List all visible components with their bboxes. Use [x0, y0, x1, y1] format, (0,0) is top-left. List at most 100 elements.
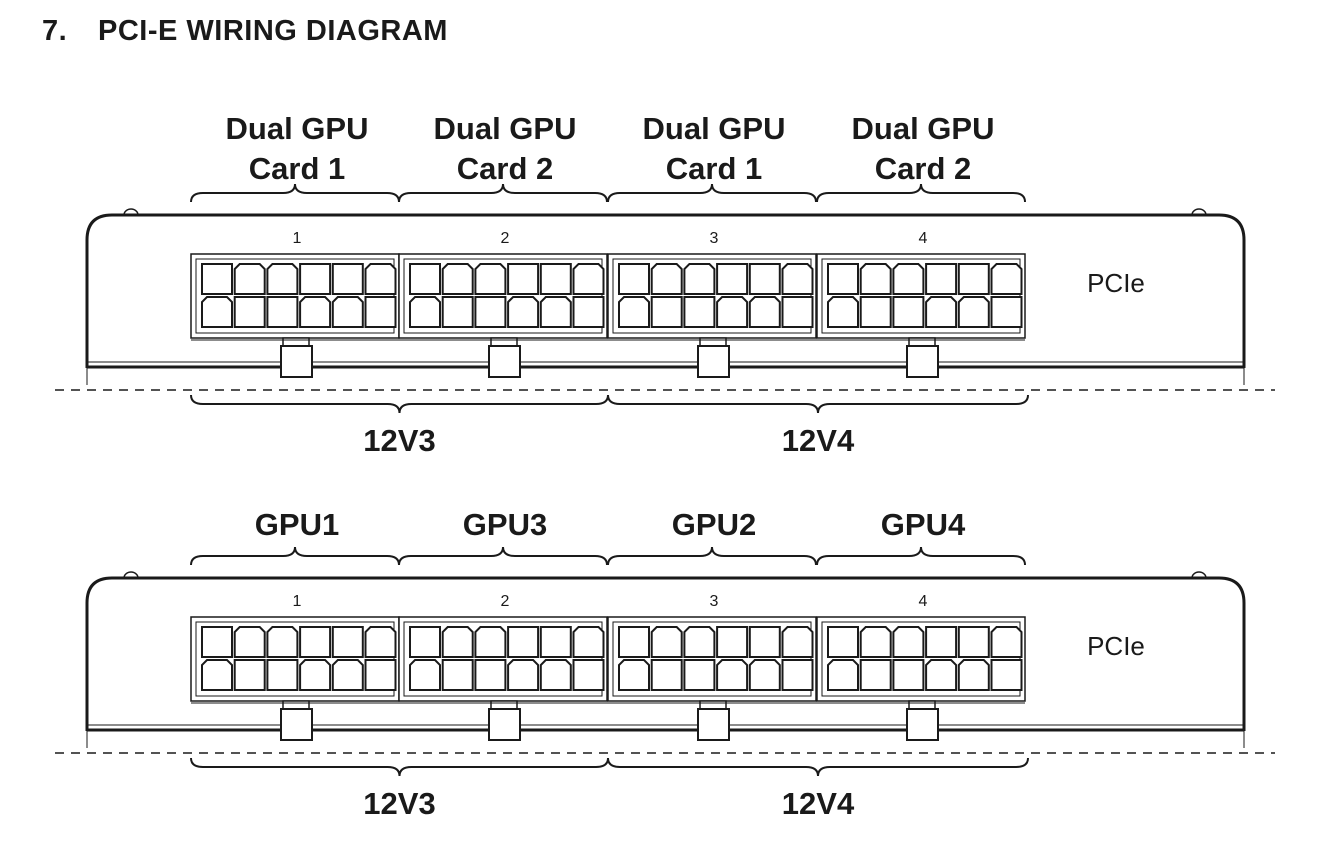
- pcie-connector-2: 2: [398, 593, 608, 741]
- latch-tab: [488, 708, 521, 741]
- rail-label: 12V4: [782, 786, 855, 821]
- connector-pin: [748, 296, 781, 328]
- connector-pin: [507, 296, 540, 328]
- connector-pin: [409, 296, 441, 328]
- connector-pin: [957, 626, 990, 658]
- psu-housing: [85, 576, 1246, 731]
- pcie-side-label: PCIe: [1087, 268, 1145, 298]
- connector-pin: [650, 659, 683, 691]
- connector-pin: [650, 296, 683, 328]
- gpu-label-line1: GPU4: [881, 507, 966, 542]
- connector-pin: [781, 263, 814, 295]
- top-brace: [607, 183, 817, 203]
- connector-pin: [748, 263, 781, 295]
- gpu-label-line1: Dual GPU: [226, 111, 369, 146]
- connector-pin: [364, 626, 397, 658]
- connector-pin: [266, 659, 299, 691]
- connector-pin: [331, 659, 364, 691]
- latch-tab: [697, 345, 730, 378]
- bottom-brace: [607, 757, 1029, 777]
- top-brace: [190, 183, 400, 203]
- gpu-label-line1: GPU2: [672, 507, 756, 542]
- latch-clip: [908, 700, 936, 710]
- connector-pin: [827, 296, 859, 328]
- connector-pin: [299, 659, 332, 691]
- port-number: 3: [710, 593, 719, 610]
- gpu-label-line1: GPU1: [255, 507, 339, 542]
- connector-pin: [409, 263, 441, 295]
- latch-clip: [490, 700, 518, 710]
- connector-pin: [266, 296, 299, 328]
- connector-pin: [957, 296, 990, 328]
- port-number: 4: [919, 230, 928, 247]
- connector-pin: [716, 659, 749, 691]
- gpu-label-line1: Dual GPU: [643, 111, 786, 146]
- latch-clip: [282, 337, 310, 347]
- section-number: 7.: [42, 15, 68, 47]
- connector-pin: [781, 659, 814, 691]
- gpu-label: GPU4: [881, 507, 966, 542]
- connector-pin: [748, 626, 781, 658]
- connector-pin: [716, 296, 749, 328]
- connector-pin: [364, 296, 397, 328]
- connector-pin: [201, 659, 233, 691]
- gpu-label-line2: Card 2: [457, 151, 553, 186]
- connector-pin: [441, 296, 474, 328]
- connector-pin: [925, 626, 958, 658]
- connector-pin: [409, 659, 441, 691]
- connector-pin: [572, 263, 605, 295]
- connector-pin: [201, 296, 233, 328]
- gpu-label: Dual GPU Card 1: [643, 111, 786, 186]
- connector-pin: [299, 626, 332, 658]
- connector-pin: [781, 296, 814, 328]
- top-brace: [190, 546, 400, 566]
- connector-pin: [827, 263, 859, 295]
- pcie-connector-3: 3: [607, 593, 817, 741]
- gpu-label-line1: GPU3: [463, 507, 547, 542]
- connector-pin: [474, 659, 507, 691]
- connector-pin: [683, 263, 716, 295]
- latch-tab: [280, 345, 313, 378]
- pcie-connector-3: 3: [607, 230, 817, 378]
- connector-pin: [990, 296, 1023, 328]
- connector-pin: [618, 296, 650, 328]
- connector-pin: [539, 626, 572, 658]
- port-number: 1: [293, 593, 302, 610]
- port-number: 3: [710, 230, 719, 247]
- gpu-label-line2: Card 1: [666, 151, 762, 186]
- connector-pin: [618, 263, 650, 295]
- mount-bump: [1191, 208, 1207, 216]
- latch-clip: [699, 700, 727, 710]
- connector-pin: [990, 626, 1023, 658]
- connector-pin: [892, 263, 925, 295]
- top-brace: [398, 183, 608, 203]
- connector-pin: [716, 626, 749, 658]
- bottom-brace: [607, 394, 1029, 414]
- pcie-connector-2: 2: [398, 230, 608, 378]
- top-brace: [398, 546, 608, 566]
- top-brace: [607, 546, 817, 566]
- connector-pin: [233, 263, 266, 295]
- connector-pin: [925, 296, 958, 328]
- connector-pin: [233, 659, 266, 691]
- connector-pin: [925, 263, 958, 295]
- connector-pin: [201, 263, 233, 295]
- connector-pin: [892, 659, 925, 691]
- rail-label: 12V3: [363, 786, 435, 821]
- connector-pin: [859, 626, 892, 658]
- connector-pin: [507, 659, 540, 691]
- connector-pin: [572, 296, 605, 328]
- connector-pin: [331, 626, 364, 658]
- rail-label: 12V4: [782, 423, 855, 458]
- port-number: 1: [293, 230, 302, 247]
- gpu-label: GPU3: [463, 507, 547, 542]
- connector-pin: [364, 263, 397, 295]
- latch-clip: [490, 337, 518, 347]
- latch-tab: [488, 345, 521, 378]
- pcie-connector-4: 4: [816, 230, 1026, 378]
- connector-pin: [331, 263, 364, 295]
